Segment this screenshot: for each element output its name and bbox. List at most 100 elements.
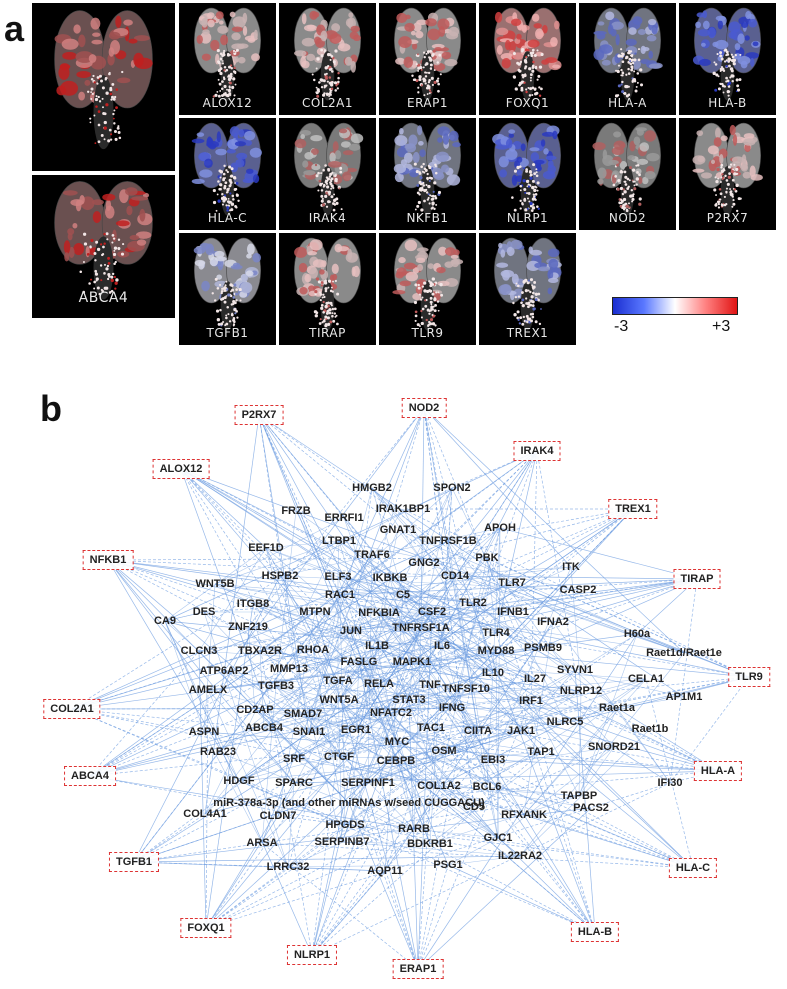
network-edge — [402, 508, 494, 674]
network-edge — [402, 594, 694, 869]
network-edge — [254, 709, 350, 804]
gene-node: MYD88 — [477, 645, 515, 657]
gene-node: ATP6AP2 — [199, 665, 249, 677]
gene-node: SPON2 — [433, 482, 471, 494]
gene-node: IL22RA2 — [497, 850, 543, 862]
gene-node: JAK1 — [506, 725, 536, 737]
network-edge — [164, 620, 240, 782]
gene-node: MAPK1 — [392, 656, 432, 668]
network-edge — [263, 727, 369, 784]
network-edge — [203, 611, 289, 868]
network-edge — [520, 669, 576, 732]
network-edge — [337, 576, 398, 743]
colorscale-bar — [612, 297, 738, 315]
gene-node: JUN — [339, 625, 363, 637]
network-edge — [338, 540, 579, 591]
gene-node: HSPB2 — [261, 570, 299, 582]
network-edge — [447, 540, 596, 933]
network-edge — [343, 517, 440, 787]
network-edge — [378, 612, 479, 732]
network-edge — [205, 730, 479, 929]
brain-tile-tirap: TIRAP — [279, 233, 376, 345]
gene-node: HDGF — [223, 775, 255, 787]
brain-tile-tlr9: TLR9 — [379, 233, 476, 345]
tile-label: HLA-A — [608, 96, 647, 110]
gene-node: RAB23 — [199, 746, 237, 758]
network-edge — [512, 578, 698, 613]
network-edge — [339, 566, 572, 596]
network-edge — [311, 802, 350, 956]
gene-node: ARSA — [246, 837, 278, 849]
brain-render — [54, 181, 153, 300]
network-edge — [339, 594, 750, 678]
gene-node: TNFRSF1B — [419, 535, 477, 547]
panel-a-letter: a — [4, 8, 25, 49]
network-edge — [472, 602, 494, 674]
network-edge — [107, 559, 352, 632]
network-edge — [438, 785, 694, 869]
network-edge — [205, 746, 615, 929]
network-edge — [89, 611, 514, 777]
network-edge — [203, 583, 216, 733]
network-edge — [402, 508, 750, 678]
gene-node: Raet1d/Raet1e — [646, 647, 722, 659]
network-edge — [207, 508, 634, 691]
boxed-gene-hla-c: HLA-C — [668, 858, 718, 878]
network-edge — [71, 540, 449, 710]
network-edge — [164, 620, 200, 652]
gene-node: SPARC — [275, 777, 313, 789]
network-edge — [417, 487, 453, 970]
network-edge — [423, 562, 685, 654]
network-edge — [441, 645, 532, 702]
network-edge — [396, 741, 694, 869]
gene-node: TLR4 — [482, 627, 510, 639]
network-edge — [198, 578, 698, 652]
network-edge — [311, 645, 443, 956]
network-edge — [447, 855, 521, 866]
colorscale-max-label: +3 — [712, 318, 731, 335]
network-edge — [441, 645, 497, 652]
network-edge — [451, 527, 501, 709]
network-edge — [431, 611, 488, 788]
network-edge — [89, 540, 449, 777]
brain-tile-col2a1: COL2A1 — [279, 3, 376, 115]
network-edge — [107, 559, 413, 663]
gene-node: PACS2 — [573, 802, 609, 814]
brain-tile-abca4: ABCA4 — [32, 175, 175, 318]
network-edge — [258, 414, 310, 733]
gene-node: LRRC32 — [266, 861, 310, 873]
network-edge — [89, 775, 415, 830]
network-edge — [312, 649, 357, 731]
network-edge — [164, 620, 313, 956]
network-edge — [311, 700, 532, 956]
network-edge — [574, 669, 596, 933]
network-edge — [429, 795, 580, 845]
network-edge — [408, 699, 419, 970]
network-edge — [204, 540, 340, 815]
network-edge — [420, 487, 453, 629]
network-edge — [669, 578, 698, 784]
gene-node: TRAF6 — [354, 549, 390, 561]
boxed-gene-irak4: IRAK4 — [513, 441, 561, 461]
network-edge — [536, 450, 576, 671]
gene-node: CD14 — [440, 570, 470, 582]
gene-node: TLR2 — [459, 597, 487, 609]
network-edge — [107, 559, 240, 782]
network-edge — [180, 468, 295, 784]
network-edge — [275, 685, 310, 733]
panel-b-letter: b — [40, 388, 62, 429]
network-edge — [645, 678, 694, 869]
tile-label: NOD2 — [608, 211, 647, 225]
network-edge — [341, 841, 431, 845]
brain-tile-trex1: TREX1 — [479, 233, 576, 345]
gene-node: GJC1 — [483, 832, 513, 844]
network-edge — [275, 508, 634, 687]
network-edge — [107, 559, 310, 733]
network-edge — [495, 632, 596, 933]
network-edges — [71, 407, 750, 970]
network-edge — [486, 557, 497, 634]
network-edge — [287, 782, 295, 868]
network-edge — [71, 708, 440, 787]
network-edge — [669, 676, 750, 784]
gene-node: RELA — [364, 678, 394, 690]
